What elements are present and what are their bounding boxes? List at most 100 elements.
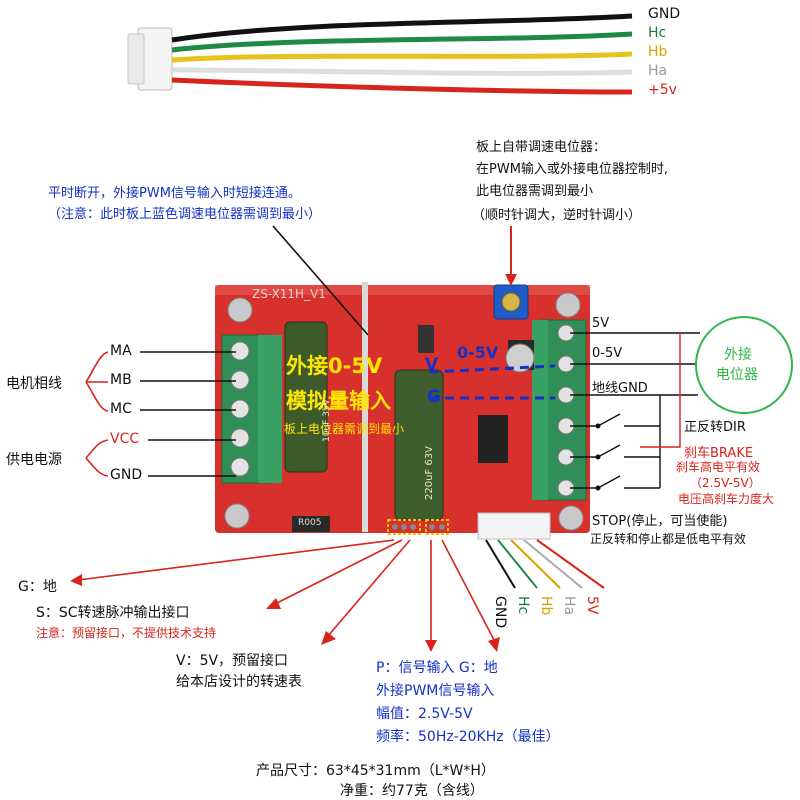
pcb-top-edge xyxy=(215,285,590,295)
pin-p xyxy=(429,524,435,530)
board-overlay-text1: 外接0-5V xyxy=(286,354,383,378)
group-label-phase: 电机相线 xyxy=(6,376,62,392)
terminal-screw-mc xyxy=(230,399,250,419)
note-g: G：地 xyxy=(18,579,57,595)
product-size: 产品尺寸：63*45*31mm（L*W*H） xyxy=(256,763,495,779)
hall-label-5v: 5V xyxy=(584,596,600,615)
pin-v xyxy=(401,524,407,530)
terminal-label-mb: MB xyxy=(110,372,132,388)
hall-label-hc: Hc xyxy=(515,596,531,615)
wire-hb xyxy=(171,51,633,63)
top-note-left-line1: 平时断开，外接PWM信号输入时短接连通。 xyxy=(48,186,301,201)
note-p-line2: 外接PWM信号输入 xyxy=(376,683,495,699)
arrow-g-head xyxy=(70,574,82,586)
note-p-line4: 频率：50Hz-20KHz（最佳） xyxy=(376,729,560,745)
group-label-power: 供电电源 xyxy=(6,452,62,468)
wire-gnd xyxy=(171,13,633,43)
terminal-label-mc: MC xyxy=(110,401,132,417)
sw-dot-dir xyxy=(595,423,601,429)
sw-dot-stop xyxy=(595,485,601,491)
board-overlay-small: 板上电位器需调到最小 xyxy=(284,422,405,436)
top-note-right-line3: 此电位器需调到最小 xyxy=(476,184,594,199)
hall-arrow-hc xyxy=(497,539,538,589)
arrow-v-shaft xyxy=(327,539,411,637)
arrow-v-head xyxy=(321,631,336,645)
connector-front xyxy=(127,33,145,85)
pin-s xyxy=(392,524,398,530)
wire-5v xyxy=(171,77,633,95)
terminal-label-ma: MA xyxy=(110,343,132,359)
hall-cable xyxy=(127,13,633,95)
cable-label-5v: +5v xyxy=(648,82,677,98)
arrow-s-head xyxy=(266,598,281,609)
top-note-right-line1: 板上自带调速电位器： xyxy=(476,140,607,155)
cap-small-label: 10uF 35V xyxy=(322,399,332,442)
cable-label-gnd: GND xyxy=(648,6,681,22)
terminal-screw-vcc xyxy=(230,428,250,448)
top-note-left-line2: （注意：此时板上蓝色调速电位器需调到最小） xyxy=(48,207,322,222)
arrow-pot-head xyxy=(505,274,517,286)
external-pot-circle xyxy=(695,316,793,414)
hall-arrow-hb xyxy=(510,539,561,589)
capacitor-small xyxy=(284,321,328,473)
mount-hole-tl xyxy=(227,297,253,323)
hall-connector-board xyxy=(477,512,551,540)
terminal-label-vcc: VCC xyxy=(110,431,140,447)
driver-chip xyxy=(478,415,508,463)
terminal-label-gnd: GND xyxy=(110,467,143,483)
rterm-label-brake3: （2.5V-5V） xyxy=(690,476,761,490)
external-pot-line2: 电位器 xyxy=(716,367,758,383)
mosfet-1 xyxy=(418,325,434,353)
arrow-jumper xyxy=(272,225,369,336)
bracket-power xyxy=(85,439,109,477)
rterm-label-brake1: 刹车BRAKE xyxy=(684,446,754,461)
wire-hc xyxy=(171,31,633,53)
arrow-gnd2-head xyxy=(488,637,500,652)
pin-header-pg xyxy=(425,519,449,535)
wire-ha xyxy=(171,67,633,76)
note-p-line1: P：信号输入 G：地 xyxy=(376,660,498,676)
cable-label-hb: Hb xyxy=(648,44,668,60)
board-silk-title: ZS-X11H_V1 xyxy=(252,287,326,301)
rterm-label-5v: 5V xyxy=(592,316,610,331)
rterm-label-stop: STOP(停止，可当使能) xyxy=(592,514,728,529)
hall-arrow-gnd xyxy=(485,539,516,589)
pin-g2 xyxy=(439,524,445,530)
rterm-label-05v: 0-5V xyxy=(592,346,623,361)
top-note-right-line2: 在PWM输入或外接电位器控制时, xyxy=(476,162,669,177)
buzzer xyxy=(505,343,535,373)
note-s-warning: 注意：预留接口，不提供技术支持 xyxy=(36,626,217,640)
hall-label-hb: Hb xyxy=(538,596,554,616)
mount-hole-tr xyxy=(555,292,581,318)
switch-stop xyxy=(570,475,660,489)
arrow-p-head xyxy=(425,640,437,652)
brake-red-line xyxy=(640,333,681,448)
hall-label-gnd: GND xyxy=(492,596,508,629)
hall-arrow-ha xyxy=(523,539,583,589)
bracket-phase xyxy=(85,351,109,412)
board-overlay-range: 0-5V xyxy=(457,343,499,362)
cap-large-label: 220uF 63V xyxy=(424,446,435,500)
note-p-line3: 幅值：2.5V-5V xyxy=(376,706,473,722)
product-weight: 净重：约77克（含线） xyxy=(340,783,484,799)
arrow-g-shaft xyxy=(77,539,395,581)
rterm-label-gnd: 地线GND xyxy=(592,381,648,396)
rterm-label-brake2: 刹车高电平有效 xyxy=(676,460,761,474)
dash-line-v xyxy=(429,364,556,374)
shunt-resistor xyxy=(292,516,330,532)
left-terminal-side xyxy=(258,335,282,483)
mount-hole-br xyxy=(558,505,584,531)
mount-hole-bl xyxy=(224,503,250,529)
board-overlay-v: V xyxy=(425,355,439,375)
resistor-label: R005 xyxy=(298,518,322,528)
jumper-wire xyxy=(362,282,368,532)
pot-knob xyxy=(501,292,521,312)
hall-label-ha: Ha xyxy=(561,596,577,616)
rterm-label-brake4: 电压高刹车力度大 xyxy=(678,492,775,506)
note-v-line2: 给本店设计的转速表 xyxy=(176,674,302,690)
switch-dir xyxy=(570,413,660,427)
right-terminal-side xyxy=(532,320,548,500)
arrow-gnd2-shaft xyxy=(441,539,495,641)
switch-brake xyxy=(570,444,660,458)
